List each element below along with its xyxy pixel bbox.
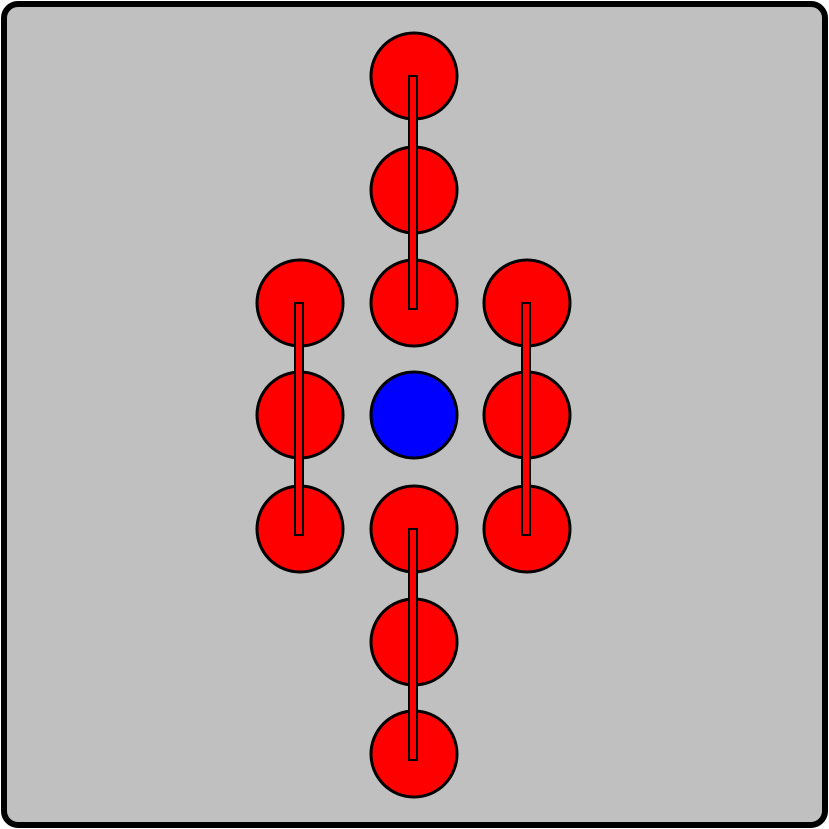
vehicle-connector-bottom-vertical <box>408 528 418 761</box>
vehicle-connector-top-vertical <box>408 75 418 310</box>
blue-piece[interactable] <box>369 370 459 460</box>
vehicle-connector-right-vertical <box>521 302 531 536</box>
connectors-layer <box>294 75 531 761</box>
vehicle-connector-left-vertical <box>294 302 304 536</box>
